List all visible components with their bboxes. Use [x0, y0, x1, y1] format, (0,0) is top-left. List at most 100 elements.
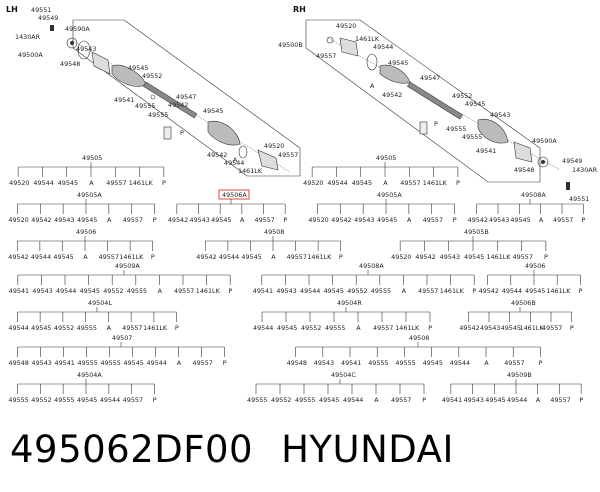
tree-leaf-label: P	[339, 253, 343, 261]
tree-leaf-label: 49542	[468, 216, 488, 224]
tree-leaf-label: 49557	[391, 396, 411, 404]
tree-leaf-label: 49544	[8, 324, 28, 332]
tree-leaf-label: A	[356, 324, 361, 332]
tree-leaf-label: 49542	[479, 287, 499, 295]
tree-leaf-label: 49557	[287, 253, 307, 261]
tree-leaf-label: 1461LK	[129, 179, 154, 187]
tree-leaf-label: P	[422, 396, 426, 404]
tree-title: 49509B	[507, 371, 532, 379]
tree-leaf-label: 49544	[300, 287, 320, 295]
tree-title: 49506	[76, 228, 96, 236]
tree-leaf-label: A	[484, 359, 489, 367]
tree-leaf-label: 1461LK	[486, 253, 511, 261]
clip-icon	[566, 182, 570, 190]
tree-leaf-label: 49545	[77, 396, 97, 404]
tree-leaf-label: P	[579, 396, 583, 404]
exploded-label: 49543	[76, 45, 96, 53]
tree-leaf-label: 49555	[371, 287, 391, 295]
exploded-label: 49551	[31, 6, 51, 14]
tree-leaf-label: A	[383, 179, 388, 187]
tree-leaf-label: A	[402, 287, 407, 295]
exploded-label: P	[180, 129, 184, 137]
tree-title: 49508A	[521, 191, 546, 199]
exploded-label: 49520	[336, 22, 356, 30]
exploded-label: 49541	[476, 147, 496, 155]
tree-leaf-label: 49557	[504, 359, 524, 367]
tree-leaf-label: 49545	[124, 359, 144, 367]
exploded-label: 49557	[316, 52, 336, 60]
tree-leaf-label: 49542	[459, 324, 479, 332]
tree-title: 49505	[82, 154, 102, 162]
exploded-label: 49551	[569, 195, 589, 203]
tree-leaf-label: 49555	[395, 359, 415, 367]
tree-title: 49508	[264, 228, 284, 236]
tree-leaf-label: 49552	[347, 287, 367, 295]
tree-leaf-label: 49557	[174, 287, 194, 295]
exploded-label: 49545	[388, 59, 408, 67]
lh-driveshaft-illustration	[66, 37, 291, 173]
tree-title: 49505A	[377, 191, 402, 199]
tree-leaf-label: A	[374, 396, 379, 404]
tree-leaf-label: 49544	[450, 359, 470, 367]
tree-title: 49504C	[331, 371, 356, 379]
tree-title: 49506A	[222, 191, 247, 199]
tree-leaf-label: 49555	[101, 359, 121, 367]
tree-leaf-label: 1461LK	[395, 324, 420, 332]
tree-leaf-label: A	[83, 253, 88, 261]
tree-leaf-label: P	[579, 287, 583, 295]
tree-leaf-label: P	[153, 216, 157, 224]
tree-leaf-label: 49557	[122, 324, 142, 332]
tree-leaf-label: 49557	[542, 324, 562, 332]
tree-leaf-label: 49557	[99, 253, 119, 261]
tree-leaf-label: 49552	[103, 287, 123, 295]
tree-leaf-label: 49543	[354, 216, 374, 224]
tree-leaf-label: 49545	[423, 359, 443, 367]
tree-leaf-label: P	[228, 287, 232, 295]
exploded-label: 49548	[514, 166, 534, 174]
exploded-label: 49555	[148, 111, 168, 119]
tree-title: 49507	[112, 334, 132, 342]
side-label-lh: LH	[6, 5, 18, 14]
tree-title: 49504L	[88, 299, 112, 307]
tree-leaf-label: 49544	[56, 287, 76, 295]
tree-leaf-label: 49548	[287, 359, 307, 367]
tree-leaf-label: 49543	[480, 324, 500, 332]
tree-leaf-label: 49555	[78, 359, 98, 367]
tree-leaf-label: 49545	[58, 179, 78, 187]
tree-leaf-label: A	[407, 216, 412, 224]
tree-leaf-label: 49557	[123, 216, 143, 224]
tree-title: 49504A	[77, 371, 102, 379]
tree-leaf-label: 49542	[8, 253, 28, 261]
tree-leaf-label: 49555	[54, 396, 74, 404]
tree-leaf-label: 49545	[510, 216, 530, 224]
tree-leaf-label: 1461LK	[143, 324, 168, 332]
tree-leaf-label: 1461LK	[119, 253, 144, 261]
tree-leaf-label: 49548	[9, 359, 29, 367]
tree-leaf-label: 49543	[464, 396, 484, 404]
tree-leaf-label: 49545	[211, 216, 231, 224]
tree-leaf-label: 49545	[501, 324, 521, 332]
tree-leaf-label: 49545	[277, 324, 297, 332]
tree-leaf-label: 49555	[295, 396, 315, 404]
tree-leaf-label: 49552	[54, 324, 74, 332]
exploded-label: 49549	[562, 157, 582, 165]
exploded-label: 49544	[373, 43, 393, 51]
tree-leaf-label: A	[107, 324, 112, 332]
tree-leaf-label: 49543	[32, 287, 52, 295]
tree-title: 49508A	[359, 262, 384, 270]
tree-leaf-label: 49543	[314, 359, 334, 367]
tree-leaf-label: 49545	[525, 287, 545, 295]
exploded-label: A	[370, 82, 375, 90]
